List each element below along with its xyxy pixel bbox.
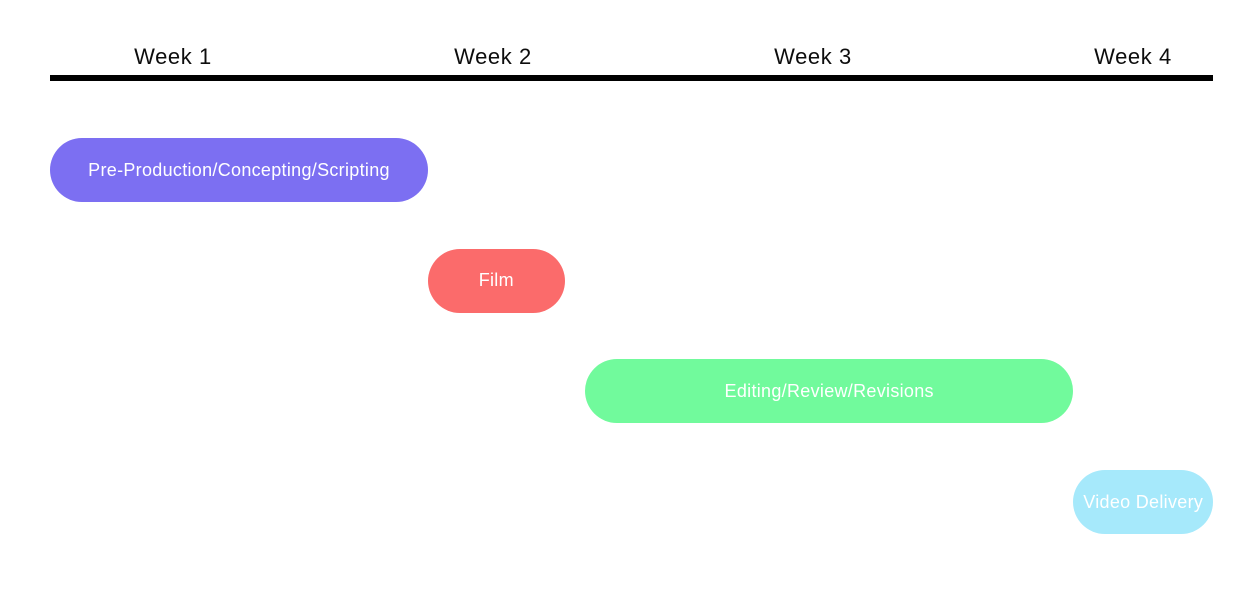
timeline-axis-line <box>50 75 1213 81</box>
task-bar-editing-review-revisions: Editing/Review/Revisions <box>584 359 1074 424</box>
task-bar-film: Film <box>427 248 565 313</box>
task-bar-video-delivery: Video Delivery <box>1073 470 1213 535</box>
week-label-2: Week 2 <box>454 44 532 69</box>
task-bar-pre-production: Pre-Production/Concepting/Scripting <box>50 138 428 202</box>
week-label-4: Week 4 <box>1094 44 1172 69</box>
week-label-3: Week 3 <box>774 44 852 69</box>
week-label-1: Week 1 <box>134 44 212 69</box>
